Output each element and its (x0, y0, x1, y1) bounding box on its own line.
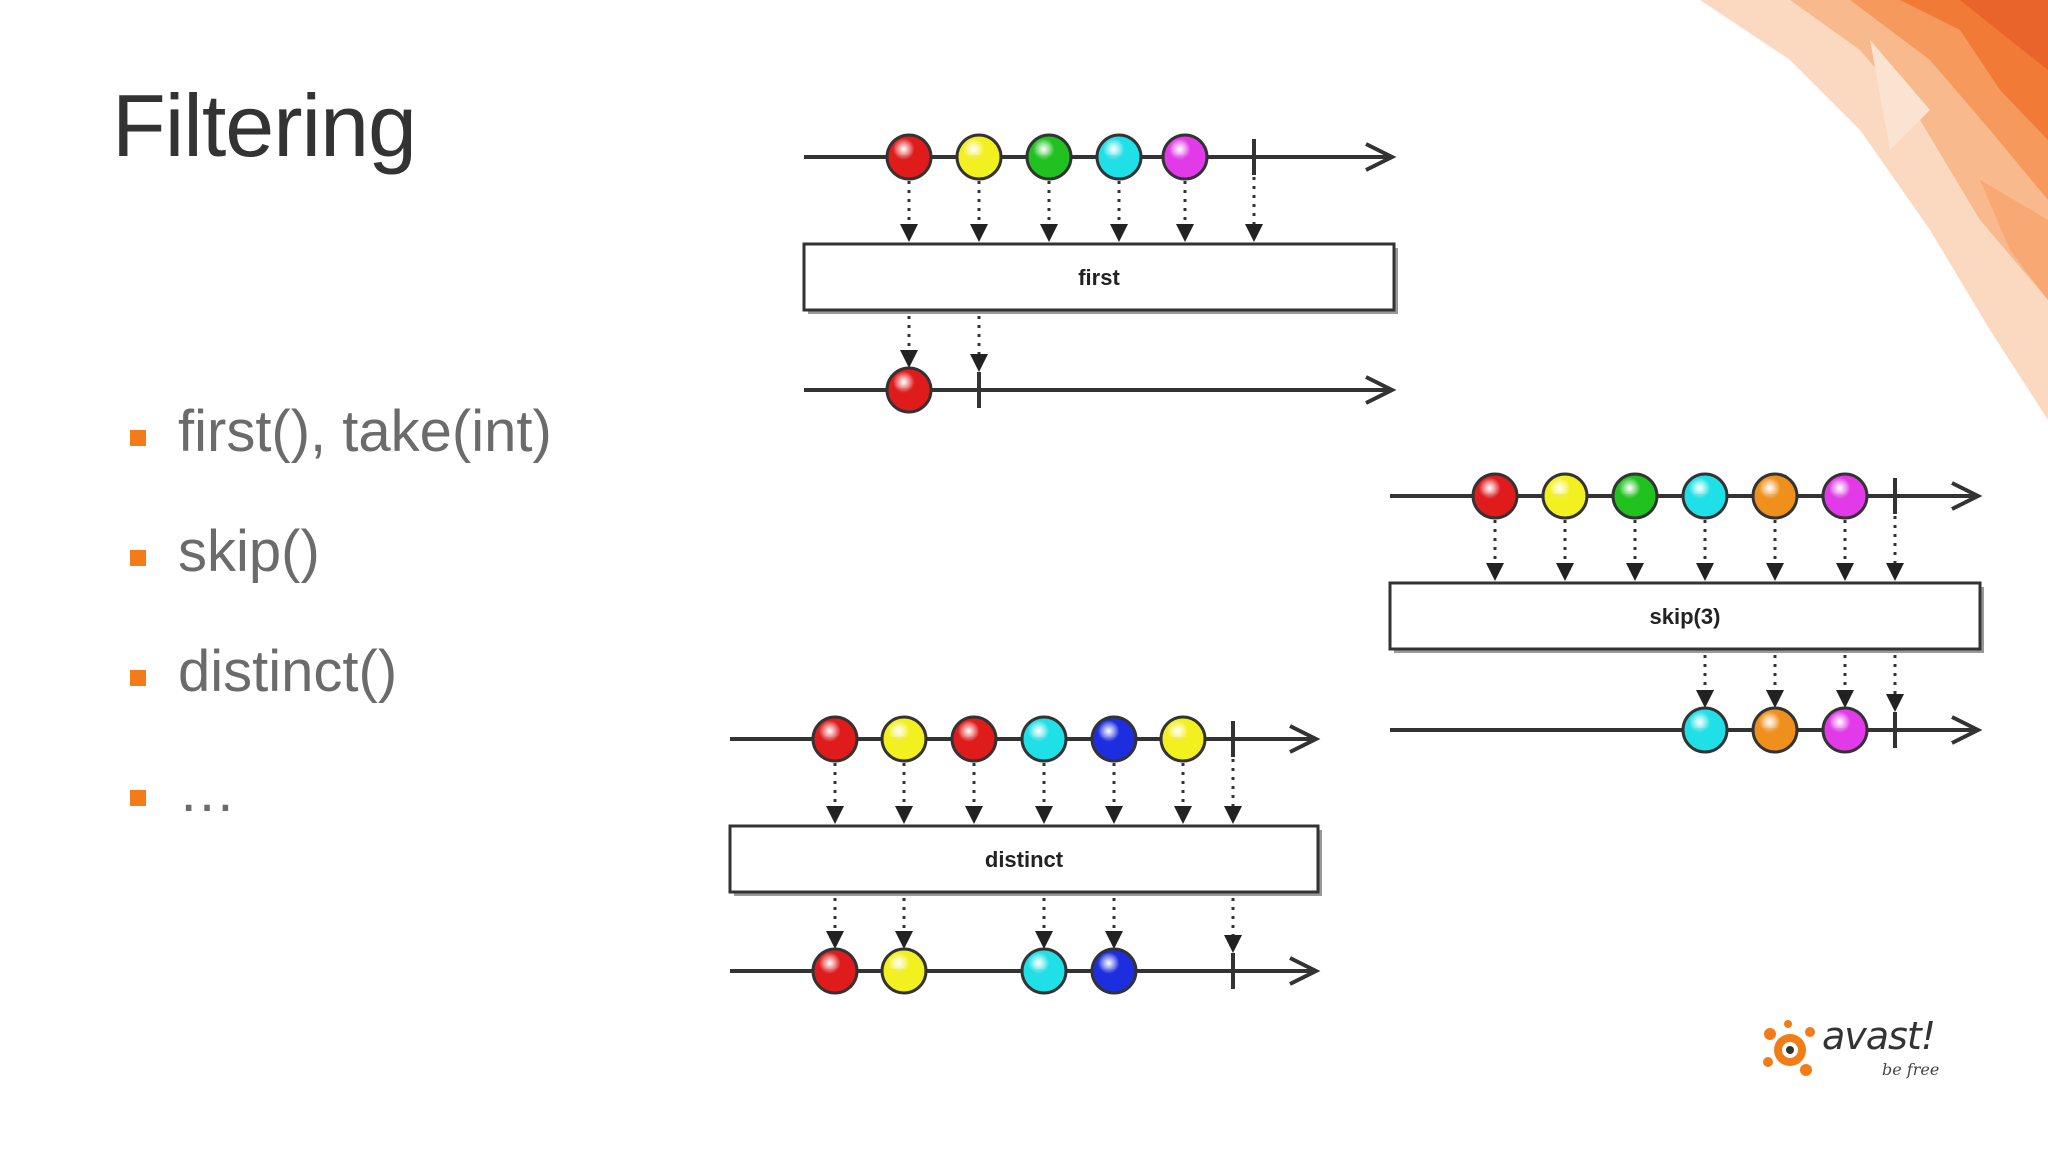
avast-logo-icon (1763, 1020, 1815, 1076)
down-arrowhead (1105, 931, 1123, 949)
marble-orange (1751, 706, 1799, 754)
marble-yellow (880, 947, 928, 995)
input-timeline-arrow (1289, 724, 1321, 754)
down-arrowhead (1224, 806, 1242, 824)
bullet-text: … (178, 759, 236, 824)
marble-orange (1751, 472, 1799, 520)
marble-magenta (1821, 706, 1869, 754)
avast-logo: avast! be free (1760, 1012, 1960, 1098)
bullet-text: first(), take(int) (178, 399, 552, 464)
marble-yellow (880, 715, 928, 763)
down-arrowhead (1245, 224, 1263, 242)
down-arrowhead (1105, 806, 1123, 824)
down-arrowhead (970, 354, 988, 372)
marble-magenta (1821, 472, 1869, 520)
marble-red (811, 947, 859, 995)
bullet-marker (130, 430, 146, 446)
bullet-marker (130, 550, 146, 566)
down-arrowhead (826, 931, 844, 949)
marble-blue (1090, 947, 1138, 995)
bullet-marker (130, 790, 146, 806)
bullet-text: distinct() (178, 639, 398, 704)
input-timeline-arrow (1951, 481, 1983, 511)
input-timeline-arrow (1365, 142, 1397, 172)
marble-blue (1090, 715, 1138, 763)
slide-title: Filtering (112, 76, 417, 175)
logo-tagline: be free (1882, 1060, 1940, 1079)
down-arrowhead (1174, 806, 1192, 824)
down-arrowhead (900, 350, 918, 368)
marble-green (1611, 472, 1659, 520)
output-timeline-arrow (1289, 956, 1321, 986)
down-arrowhead (1040, 224, 1058, 242)
operator-label: distinct (985, 847, 1064, 872)
marble-magenta (1161, 133, 1209, 181)
logo-wordmark: avast! (1822, 1014, 1936, 1058)
output-timeline-arrow (1951, 715, 1983, 745)
down-arrowhead (1035, 806, 1053, 824)
down-arrowhead (1176, 224, 1194, 242)
marble-cyan (1681, 706, 1729, 754)
operator-label: skip(3) (1650, 604, 1721, 629)
marble-yellow (1159, 715, 1207, 763)
marble-cyan (1095, 133, 1143, 181)
marble-red (885, 366, 933, 414)
operator-box (728, 824, 1320, 894)
down-arrowhead (1836, 563, 1854, 581)
down-arrowhead (1696, 563, 1714, 581)
bullet-marker (130, 670, 146, 686)
marble-red (811, 715, 859, 763)
marble-red (950, 715, 998, 763)
down-arrowhead (1766, 690, 1784, 708)
marble-green (1025, 133, 1073, 181)
down-arrowhead (1766, 563, 1784, 581)
marble-yellow (955, 133, 1003, 181)
bullet-text: skip() (178, 519, 320, 584)
down-arrowhead (895, 806, 913, 824)
down-arrowhead (1556, 563, 1574, 581)
operator-label: first (1078, 265, 1120, 290)
output-timeline-arrow (1365, 375, 1397, 405)
down-arrowhead (1886, 563, 1904, 581)
down-arrowhead (1886, 694, 1904, 712)
marble-red (1471, 472, 1519, 520)
down-arrowhead (1486, 563, 1504, 581)
marble-cyan (1681, 472, 1729, 520)
down-arrowhead (895, 931, 913, 949)
down-arrowhead (965, 806, 983, 824)
down-arrowhead (1224, 935, 1242, 953)
down-arrowhead (1696, 690, 1714, 708)
down-arrowhead (1836, 690, 1854, 708)
down-arrowhead (1035, 931, 1053, 949)
down-arrowhead (1110, 224, 1128, 242)
down-arrowhead (970, 224, 988, 242)
marble-cyan (1020, 715, 1068, 763)
down-arrowhead (826, 806, 844, 824)
down-arrowhead (1626, 563, 1644, 581)
operator-box (802, 242, 1396, 312)
marble-red (885, 133, 933, 181)
down-arrowhead (900, 224, 918, 242)
operator-box (1388, 581, 1982, 651)
marble-yellow (1541, 472, 1589, 520)
marble-cyan (1020, 947, 1068, 995)
